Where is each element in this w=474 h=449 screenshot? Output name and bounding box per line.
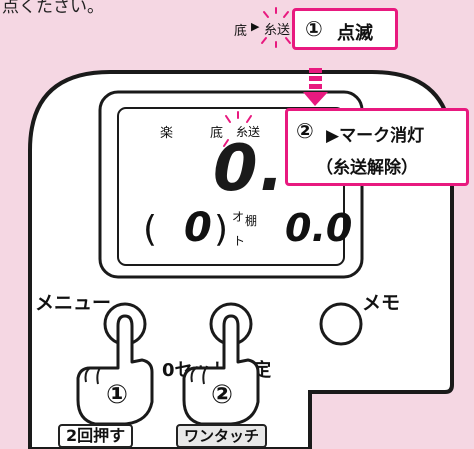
lcd-auto-label-top: オ: [232, 210, 245, 224]
lcd-main-value: 0.0: [213, 136, 285, 202]
step1-label: 点滅: [337, 23, 373, 44]
press-twice-tag: 2回押す: [58, 424, 134, 448]
lcd-indicator-itoo: 糸送: [236, 125, 261, 139]
step2-line1: ▶マーク消灯: [326, 126, 425, 146]
down-arrow: [303, 68, 328, 106]
lcd-paren-open: (: [143, 209, 158, 250]
top-partial-text: 点くたさい。: [2, 0, 104, 17]
memo-button-label: メモ: [362, 292, 401, 314]
lcd-paren-close: ): [214, 209, 229, 250]
step1-callout: ① 点滅: [292, 8, 398, 50]
lcd-indicator-soko: 底: [210, 126, 224, 141]
lcd-screen: [117, 107, 345, 266]
lcd-indicator-raku: 楽: [160, 126, 174, 141]
step2-callout: ② ▶マーク消灯 （糸送解除）: [285, 108, 469, 186]
memo-button[interactable]: [319, 302, 363, 346]
step2-line2: （糸送解除）: [316, 158, 418, 178]
blink-rays-step1: [261, 7, 291, 48]
right-hand: [182, 314, 260, 426]
blink-rays-lcd: [223, 111, 252, 151]
lcd-small-value: 0.0: [285, 206, 353, 250]
step2-number: ②: [296, 119, 314, 143]
step1-indicator-itoo: 糸送: [264, 23, 291, 38]
step1-indicator-arrow: ▶: [251, 20, 260, 33]
lcd-auto-label-bottom: ト: [233, 234, 246, 248]
step1-indicator-soko: 底: [234, 24, 248, 39]
left-hand-number: ①: [106, 380, 129, 410]
right-hand-number: ②: [211, 380, 234, 410]
step1-number: ①: [305, 17, 323, 41]
lcd-tana-label: 棚: [245, 214, 258, 228]
menu-button-label: メニュー: [35, 292, 112, 314]
one-touch-tag: ワンタッチ: [176, 424, 268, 448]
left-hand: [76, 314, 154, 426]
lcd-paren-value: 0: [184, 205, 212, 251]
